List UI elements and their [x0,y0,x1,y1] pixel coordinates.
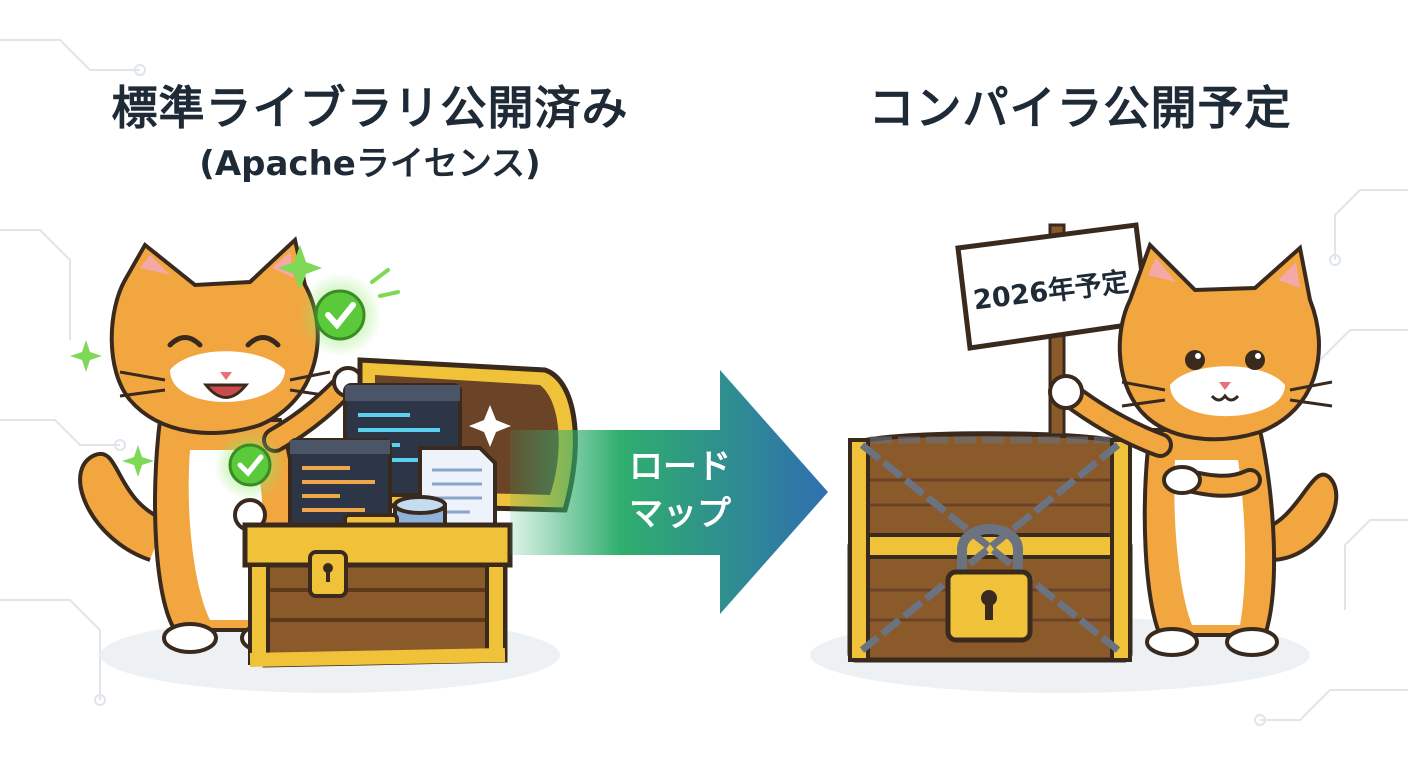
right-title: コンパイラ公開予定 [868,81,1292,135]
roadmap-arrow: ロード マップ [510,370,828,614]
arrow-label-line1: ロード [629,447,731,487]
sparkle-icon [70,245,322,477]
arrow-label-line2: マップ [629,494,731,534]
circuit-decoration-left [0,39,146,706]
cat-with-sign: 2026年予定 [955,222,1339,657]
chain-icon [859,436,1121,653]
left-title: 標準ライブラリ公開済み [111,81,629,135]
lock-icon [945,524,1033,643]
check-icon [298,268,400,357]
left-subtitle: (Apacheライセンス) [199,143,541,184]
left-heading: 標準ライブラリ公開済み (Apacheライセンス) [60,82,680,184]
code-window-icon [288,438,392,537]
locked-treasure-chest [847,431,1133,663]
open-treasure-chest [242,357,578,668]
check-icon [214,429,286,501]
